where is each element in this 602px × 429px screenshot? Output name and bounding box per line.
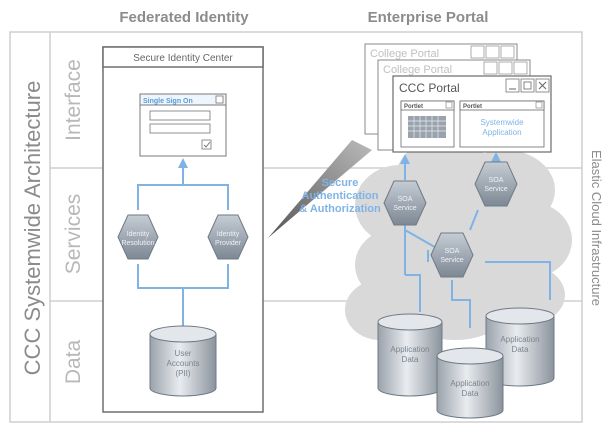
ccc-portal-maximize-icon <box>520 78 535 93</box>
secure-identity-center-header <box>102 46 264 68</box>
identity-provider-hexagon: Identity Provider <box>207 214 249 260</box>
sso-title: Single Sign On <box>143 98 193 105</box>
systemwide-architecture-title: CCC Systemwide Architecture <box>20 81 45 376</box>
college-portal-title-middle: College Portal <box>383 64 452 76</box>
single-sign-on-window: Single Sign On <box>139 93 227 157</box>
user-accounts-label-1: User <box>175 349 192 358</box>
secure-auth-label-3: & Authorization <box>299 203 381 215</box>
user-accounts-label-3: (PII) <box>175 369 190 378</box>
application-data-cylinder-2: Application Data <box>436 347 504 419</box>
portlet-2-title: Portlet <box>463 104 482 110</box>
systemwide-app-label-1: Systemwide <box>480 118 524 127</box>
soa-service-hexagon-2: SOA Service <box>474 161 518 207</box>
federated-identity-header: Federated Identity <box>119 9 249 26</box>
systemwide-app-label-2: Application <box>482 128 521 137</box>
identity-provider-label-2: Provider <box>215 240 242 247</box>
user-accounts-cylinder: User Accounts (PII) <box>149 325 217 397</box>
soa-service-1-label-1: SOA <box>398 196 413 203</box>
ccc-portal-minimize-icon <box>505 78 520 93</box>
sso-checkbox-icon <box>201 139 212 150</box>
soa-service-3-label-1: SOA <box>445 248 460 255</box>
outer-frame <box>9 31 583 423</box>
enterprise-portal-header: Enterprise Portal <box>368 9 489 26</box>
secure-auth-label-2: Authentication <box>302 190 379 202</box>
application-data-2-label-2: Data <box>462 389 479 398</box>
soa-service-2-label-1: SOA <box>489 177 504 184</box>
application-data-3-label-1: Application <box>500 335 539 344</box>
elastic-cloud-label: Elastic Cloud Infrastructure <box>589 150 602 306</box>
row-label-data: Data <box>62 340 85 385</box>
application-data-2-label-1: Application <box>450 379 489 388</box>
application-data-cylinder-1: Application Data <box>377 313 443 397</box>
row-label-services: Services <box>62 194 85 275</box>
sso-password-field <box>149 123 211 134</box>
user-accounts-label-2: Accounts <box>167 359 200 368</box>
identity-resolution-label-2: Resolution <box>121 240 154 247</box>
sso-close-icon <box>215 95 224 104</box>
portlet-1-title: Portlet <box>404 104 423 110</box>
identity-provider-label-1: Identity <box>217 231 240 238</box>
soa-service-hexagon-3: SOA Service <box>430 232 474 278</box>
soa-service-3-label-2: Service <box>440 257 463 264</box>
identity-resolution-hexagon: Identity Resolution <box>117 214 159 260</box>
ccc-portal-title: CCC Portal <box>399 81 460 95</box>
calendar-grid-icon <box>408 116 446 138</box>
soa-service-hexagon-1: SOA Service <box>383 180 427 226</box>
authentication-wedge <box>268 140 372 238</box>
soa-service-2-label-2: Service <box>484 186 507 193</box>
application-data-1-label-2: Data <box>402 355 419 364</box>
application-data-3-label-2: Data <box>512 345 529 354</box>
identity-resolution-label-1: Identity <box>127 231 150 238</box>
college-portal-title-back: College Portal <box>370 48 439 60</box>
cloud-connectors <box>400 152 551 328</box>
soa-service-1-label-2: Service <box>393 205 416 212</box>
sso-username-field <box>149 110 211 121</box>
federated-connectors <box>137 158 229 328</box>
application-data-1-label-1: Application <box>390 345 429 354</box>
secure-identity-center-title: Secure Identity Center <box>133 53 233 64</box>
row-label-interface: Interface <box>62 59 85 141</box>
secure-auth-label-1: Secure <box>322 177 359 189</box>
ccc-portal-window: CCC Portal Portlet Portlet Systemwide Ap… <box>392 75 552 153</box>
